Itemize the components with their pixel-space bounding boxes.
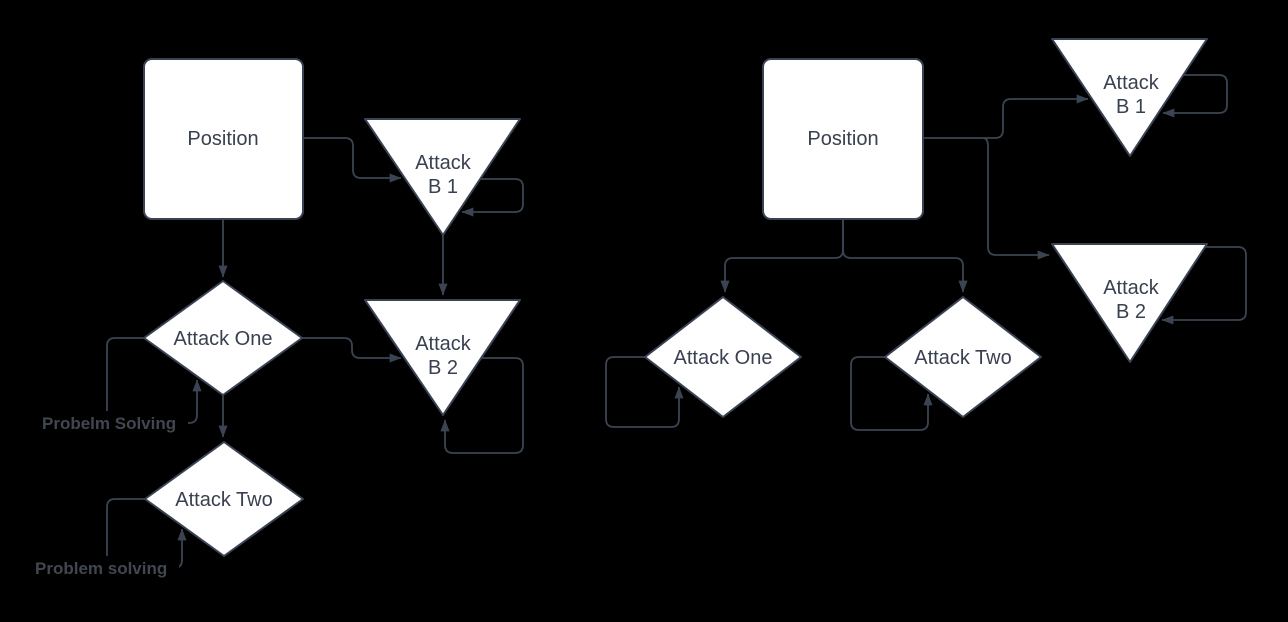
right-attack-b2-shape[interactable] [1051, 243, 1208, 363]
left-attack-b1-shape[interactable] [364, 118, 521, 236]
edge-right-attack-two-self-loop[interactable] [850, 356, 933, 431]
node-right-attack-b1[interactable]: Attack B 1 [1051, 38, 1208, 157]
right-attack-b1-label-line2: B 1 [1116, 96, 1146, 118]
edge-label-problem-solving[interactable]: Problem solving [31, 556, 179, 580]
left-flowchart: Probelm Solving Problem solving Position… [31, 58, 524, 580]
edge-left-attack-one-to-attack-b2[interactable] [302, 337, 402, 363]
edge-right-position-to-attack-b2[interactable] [983, 137, 1050, 260]
node-right-attack-two[interactable]: Attack Two [884, 296, 1042, 418]
node-left-attack-b1[interactable]: Attack B 1 [364, 118, 521, 236]
right-attack-one-label: Attack One [674, 347, 773, 369]
edge-right-attack-b2-self-loop[interactable] [1161, 246, 1247, 325]
left-attack-b2-shape[interactable] [364, 299, 521, 416]
right-attack-b1-label-line1: Attack [1103, 72, 1160, 94]
node-right-position[interactable]: Position [762, 58, 924, 220]
node-left-attack-two[interactable]: Attack Two [144, 441, 304, 557]
edge-right-position-to-attack-two[interactable] [842, 219, 968, 293]
right-flowchart: Position Attack B 1 Attack B 2 Attack On… [605, 38, 1247, 431]
right-attack-two-shape[interactable] [884, 296, 1042, 418]
right-attack-b2-label-line2: B 2 [1116, 301, 1146, 323]
left-position-label: Position [187, 128, 258, 150]
left-attack-b2-label-line2: B 2 [428, 357, 458, 379]
edge-label-probelm-solving-text: Probelm Solving [42, 414, 176, 433]
left-attack-two-label: Attack Two [175, 489, 272, 511]
right-position-label: Position [807, 128, 878, 150]
left-position-shape[interactable] [143, 58, 304, 220]
node-left-position[interactable]: Position [143, 58, 304, 220]
edge-right-attack-b1-self-loop[interactable] [1162, 74, 1228, 118]
right-position-shape[interactable] [762, 58, 924, 220]
right-attack-two-label: Attack Two [914, 347, 1011, 369]
left-attack-two-shape[interactable] [144, 441, 304, 557]
edge-right-attack-one-self-loop[interactable] [605, 356, 684, 428]
edge-left-attack-b2-self-loop[interactable] [440, 357, 524, 454]
edge-label-problem-solving-bg [31, 556, 179, 580]
node-left-attack-b2[interactable]: Attack B 2 [364, 299, 521, 416]
left-attack-b2-label-line1: Attack [415, 333, 472, 355]
left-attack-b1-label-line2: B 1 [428, 176, 458, 198]
right-attack-b1-shape[interactable] [1051, 38, 1208, 157]
edge-right-position-to-attack-one[interactable] [720, 219, 844, 293]
edge-label-probelm-solving-bg [38, 411, 188, 435]
node-right-attack-one[interactable]: Attack One [644, 296, 802, 418]
edge-left-attack-b1-self-loop[interactable] [461, 178, 524, 217]
left-attack-one-label: Attack One [174, 328, 273, 350]
edge-label-probelm-solving[interactable]: Probelm Solving [38, 411, 188, 435]
edge-label-problem-solving-text: Problem solving [35, 559, 167, 578]
node-right-attack-b2[interactable]: Attack B 2 [1051, 243, 1208, 363]
left-attack-b1-label-line1: Attack [415, 152, 472, 174]
right-attack-b2-label-line1: Attack [1103, 277, 1160, 299]
left-attack-one-shape[interactable] [143, 280, 303, 396]
edge-right-position-to-attack-b1[interactable] [923, 94, 1089, 139]
right-attack-one-shape[interactable] [644, 296, 802, 418]
edge-left-position-to-attack-b1[interactable] [303, 137, 402, 183]
node-left-attack-one[interactable]: Attack One [143, 280, 303, 396]
